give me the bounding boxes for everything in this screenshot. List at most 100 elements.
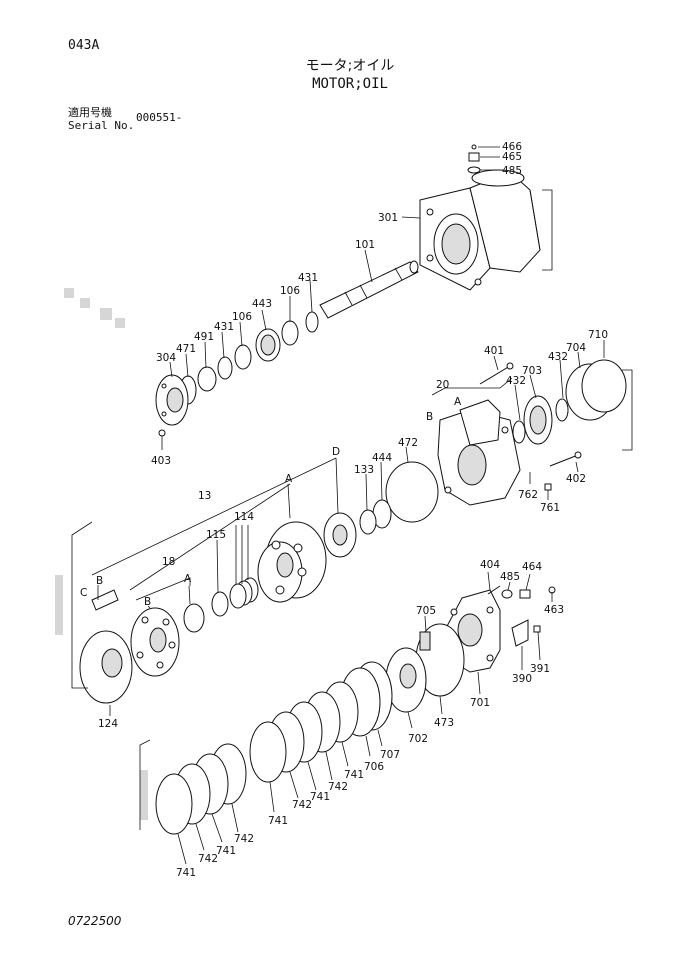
swash-plate-part: [79, 630, 133, 704]
plug-part: [471, 144, 477, 150]
part-label: 404: [480, 559, 500, 571]
shaft-part: [319, 260, 419, 319]
redaction-mark: [140, 770, 148, 820]
part-label: 106: [280, 285, 300, 297]
part-label: 741: [344, 769, 364, 781]
part-label: 431: [214, 321, 234, 333]
ring-part: [211, 591, 229, 617]
serial-label: Serial No.: [68, 119, 135, 132]
motor-housing-part: [419, 169, 541, 291]
friction-plate-part: [249, 721, 287, 783]
o-ring-part: [467, 166, 481, 174]
shim-part: [234, 344, 252, 370]
part-label: 762: [518, 489, 538, 501]
serial-value: 000551-: [136, 111, 183, 124]
part-label: 432: [506, 375, 526, 387]
part-label: 106: [232, 311, 252, 323]
callout-letter: B: [144, 596, 151, 608]
part-label: 390: [512, 673, 532, 685]
part-label: 741: [310, 791, 330, 803]
ball-guide-part: [183, 603, 205, 633]
plug-part: [519, 589, 531, 599]
part-label: 710: [588, 329, 608, 341]
part-label: 761: [540, 502, 560, 514]
part-label: 20: [436, 379, 449, 391]
part-label: 444: [372, 452, 392, 464]
part-label: 742: [198, 853, 218, 865]
valve-plate-part: [323, 512, 357, 558]
part-label: 701: [470, 697, 490, 709]
part-label: 485: [502, 165, 522, 177]
part-label: 463: [544, 604, 564, 616]
part-label: 466: [502, 141, 522, 153]
callout-letter: A: [285, 473, 293, 485]
callout-letter: D: [332, 446, 340, 458]
redaction-mark: [100, 308, 112, 320]
page-code: 043A: [68, 38, 100, 53]
brake-disc-part: [385, 647, 427, 713]
page-title: MOTOR;OIL: [312, 76, 388, 92]
bracket-line: [542, 189, 553, 271]
bolt-part: [487, 585, 501, 595]
part-label: 491: [194, 331, 214, 343]
spacer-part: [359, 509, 377, 535]
part-label: 114: [234, 511, 254, 523]
part-label: 465: [502, 151, 522, 163]
part-label: 124: [98, 718, 118, 730]
ring-part: [581, 359, 627, 413]
part-label: 705: [416, 605, 436, 617]
part-label: 742: [292, 799, 312, 811]
cylinder-block-part: [257, 521, 327, 603]
part-label: 115: [206, 529, 226, 541]
part-label: 706: [364, 761, 384, 773]
bolt-part: [479, 365, 511, 385]
part-label: 472: [398, 437, 418, 449]
part-label: 301: [378, 212, 398, 224]
part-label: 741: [268, 815, 288, 827]
part-label: 431: [298, 272, 318, 284]
redaction-mark: [55, 575, 63, 635]
part-label: 304: [156, 352, 176, 364]
redaction-mark: [80, 298, 90, 308]
bracket-line: [622, 369, 633, 451]
o-ring-part: [385, 461, 439, 523]
bracket-line: [139, 739, 151, 830]
shim-part: [281, 320, 299, 346]
part-label: 702: [408, 733, 428, 745]
callout-letter: B: [96, 575, 103, 587]
bolt-part: [158, 429, 166, 437]
redaction-mark: [64, 288, 74, 298]
piston-part: [91, 589, 119, 611]
footer-code: 0722500: [68, 914, 122, 928]
part-label: 742: [234, 833, 254, 845]
spring-part: [419, 631, 431, 651]
part-label: 741: [176, 867, 196, 879]
gear-part: [523, 395, 553, 445]
snap-ring-part: [305, 311, 319, 333]
snap-ring-part: [512, 420, 526, 444]
part-label: 473: [434, 717, 454, 729]
part-label: 704: [566, 342, 586, 354]
oil-seal-part: [197, 366, 217, 392]
part-label: 13: [198, 490, 211, 502]
screw-part: [533, 625, 541, 633]
serial-label-japanese: 適用号機: [68, 106, 112, 119]
callout-letter: B: [426, 411, 433, 423]
cover-part: [155, 374, 189, 426]
part-label: 401: [484, 345, 504, 357]
o-ring-part: [501, 589, 513, 599]
part-label: 464: [522, 561, 542, 573]
pin-part: [544, 483, 552, 491]
part-label: 432: [548, 351, 568, 363]
set-plate-part: [130, 607, 180, 677]
part-label: 402: [566, 473, 586, 485]
snap-ring-part: [555, 398, 569, 422]
part-label: 403: [151, 455, 171, 467]
bolt-part: [549, 454, 579, 467]
part-label: 741: [216, 845, 236, 857]
callout-letter: A: [184, 573, 192, 585]
friction-plate-part: [155, 773, 193, 835]
bracket-line: [71, 585, 88, 689]
plug-part: [468, 152, 480, 162]
